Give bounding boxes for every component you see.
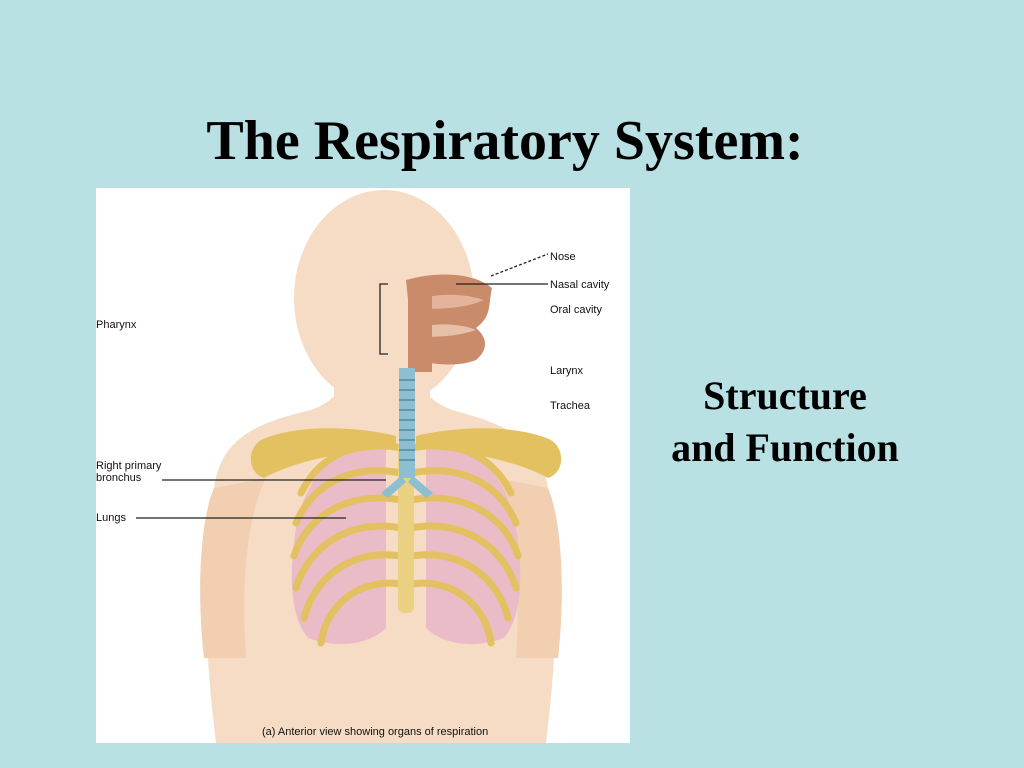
label-pharynx: Pharynx: [96, 319, 137, 331]
figure-caption: (a) Anterior view showing organs of resp…: [262, 726, 489, 738]
label-larynx: Larynx: [550, 365, 584, 377]
label-oral-cavity: Oral cavity: [550, 304, 602, 316]
slide-subtitle: Structure and Function: [671, 373, 899, 470]
nasal-oral-cavity: [406, 274, 492, 383]
label-lungs: Lungs: [96, 512, 126, 524]
rib-cage: [290, 442, 522, 647]
leader-lines: [136, 253, 549, 519]
clavicles: [250, 428, 562, 478]
slide-title: The Respiratory System:: [206, 110, 804, 172]
trachea: [381, 368, 433, 498]
label-nasal-cavity: Nasal cavity: [550, 279, 610, 291]
label-nose: Nose: [550, 251, 576, 263]
label-right-primary-bronchus: Right primary bronchus: [96, 460, 162, 484]
respiratory-anatomy-figure: Nose Nasal cavity Oral cavity Pharynx La…: [96, 188, 630, 743]
anatomy-illustration: [136, 190, 562, 743]
left-arm: [200, 478, 266, 658]
label-trachea: Trachea: [550, 400, 590, 412]
